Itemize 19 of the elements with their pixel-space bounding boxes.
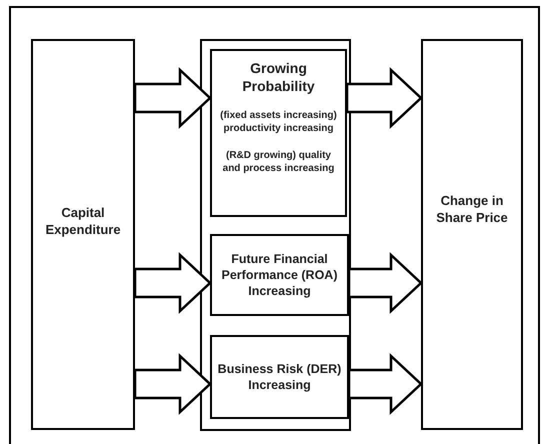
block-arrow — [134, 252, 212, 314]
block-arrow — [134, 353, 212, 415]
box-text: Business Risk (DER) Increasing — [216, 360, 342, 394]
container-box — [200, 39, 351, 431]
block-arrow — [348, 252, 423, 314]
box-heading: Growing Probability — [241, 59, 316, 96]
box-text: Capital Expenditure — [44, 205, 122, 239]
block-arrow — [348, 353, 423, 415]
block-arrow — [134, 67, 212, 129]
process-box — [210, 234, 349, 316]
process-box — [210, 49, 347, 217]
box-text: Future Financial Performance (ROA) Increasing — [220, 250, 338, 300]
box-text: (fixed assets increasing) productivity increasing — [219, 109, 338, 136]
process-box — [421, 39, 523, 430]
block-arrow — [346, 67, 423, 129]
box-text: (R&D growing) quality and process increasing — [222, 149, 336, 176]
process-box — [210, 335, 349, 419]
process-box — [31, 39, 135, 430]
box-text: Change in Share Price — [435, 192, 509, 226]
